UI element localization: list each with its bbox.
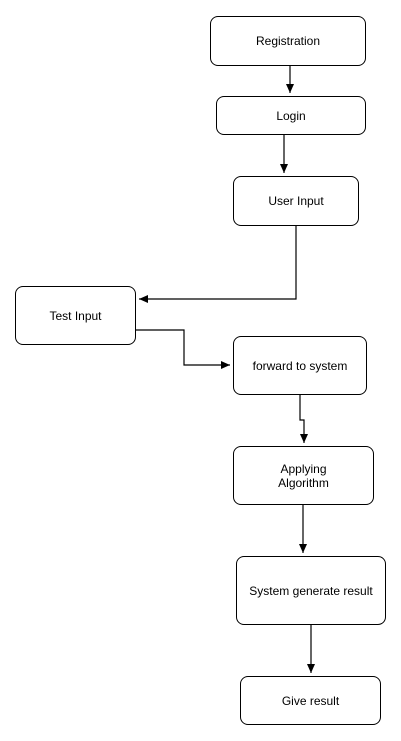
node-registration: Registration [210, 16, 366, 66]
node-give-result: Give result [240, 676, 381, 725]
node-user-input: User Input [233, 176, 359, 226]
edge-test-input-to-forward [136, 329, 230, 369]
node-system-generate-result: System generate result [236, 556, 386, 625]
node-applying-algorithm: Applying Algorithm [233, 446, 374, 505]
node-login: Login [216, 96, 366, 135]
edge-user-input-to-test-input [139, 226, 297, 303]
node-test-input: Test Input [15, 286, 136, 345]
node-forward-to-system: forward to system [233, 336, 367, 395]
edge-forward-to-applying [299, 395, 308, 443]
